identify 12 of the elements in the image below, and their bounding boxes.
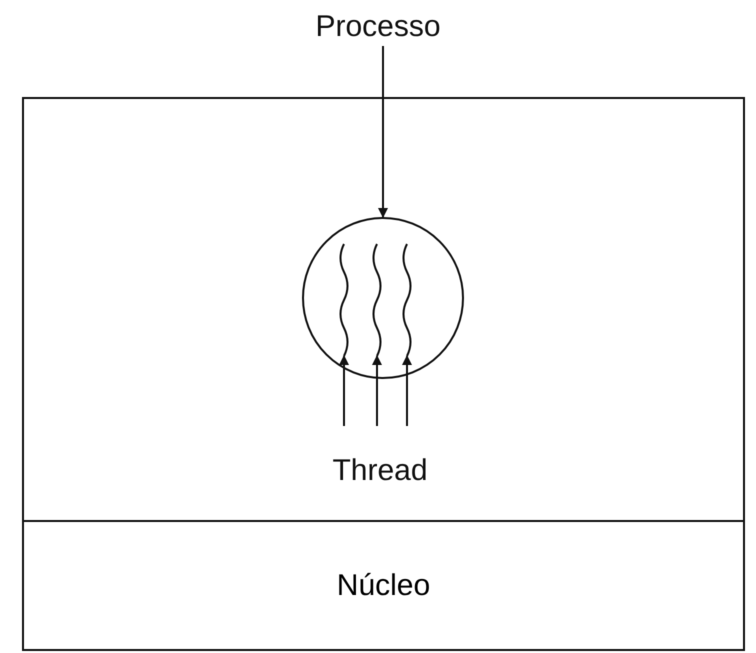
kernel-box: [22, 520, 745, 651]
arrow: [378, 46, 388, 218]
thread-wave: [370, 244, 384, 356]
arrow: [372, 355, 382, 426]
process-label: Processo: [315, 10, 441, 44]
arrow: [402, 355, 412, 426]
process-circle: [302, 217, 464, 379]
thread-label: Thread: [332, 454, 428, 488]
kernel-label: Núcleo: [336, 568, 430, 602]
arrow: [339, 355, 349, 426]
thread-wave: [400, 244, 414, 356]
thread-wave: [337, 244, 351, 356]
